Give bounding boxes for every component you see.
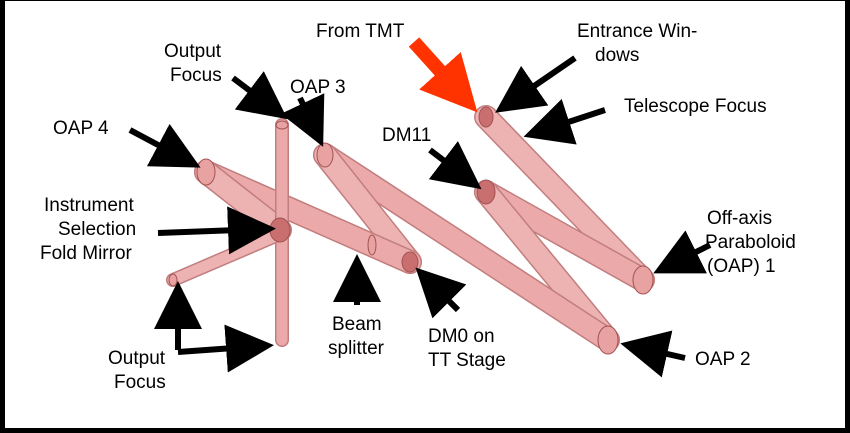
labels: From TMT Entrance Win- dows Telescope Fo… — [40, 21, 796, 393]
arrow-from-tmt — [408, 37, 478, 113]
arrow-fold-mirror — [157, 206, 276, 255]
label-output-focus-bottom-2: Focus — [114, 372, 166, 393]
arrow-oap2 — [620, 330, 686, 378]
label-oap3: OAP 3 — [290, 77, 346, 98]
label-dm11: DM11 — [382, 125, 431, 146]
label-output-focus-top-1: Output — [164, 41, 222, 62]
arrow-oap3 — [280, 93, 325, 147]
beam-splitter — [367, 234, 377, 256]
arrow-dm11 — [428, 141, 482, 190]
label-from-tmt: From TMT — [316, 21, 405, 42]
label-beam-splitter-2: splitter — [328, 338, 385, 359]
output-focus-left-end — [168, 273, 178, 287]
label-telescope-focus: Telescope Focus — [624, 96, 767, 117]
oap4-mirror — [196, 158, 216, 186]
arrow-telescope-focus — [523, 98, 606, 145]
label-instrument-1: Instrument — [44, 195, 134, 216]
output-focus-top-end — [275, 120, 289, 130]
label-output-focus-bottom-1: Output — [108, 348, 166, 369]
fold-mirror — [269, 217, 291, 243]
label-dm0-2: TT Stage — [428, 350, 506, 371]
oap1-mirror — [632, 265, 654, 295]
arrow-output-focus-bottom-right — [177, 324, 274, 373]
dm11-mirror — [476, 179, 496, 205]
label-oap2: OAP 2 — [695, 349, 751, 370]
arrow-oap4 — [128, 123, 201, 168]
label-entrance-windows-1: Entrance Win- — [577, 21, 697, 42]
label-offaxis-2: Paraboloid — [705, 232, 796, 253]
label-offaxis-1: Off-axis — [707, 208, 772, 229]
arrow-output-focus-top — [231, 71, 288, 120]
entrance-window — [478, 106, 494, 128]
label-dm0-1: DM0 on — [428, 326, 495, 347]
pointer-arrows — [128, 55, 712, 378]
arrow-entrance-windows — [495, 55, 577, 113]
oap2-mirror — [597, 325, 619, 355]
label-entrance-windows-2: dows — [595, 45, 639, 66]
arrow-oap1 — [653, 230, 712, 274]
label-offaxis-3: (OAP) 1 — [707, 256, 776, 277]
dm0-mirror — [401, 251, 419, 273]
arrow-dm0 — [415, 267, 467, 319]
beam-output-left — [166, 228, 285, 287]
beam-paths — [166, 105, 655, 352]
label-instrument-2: Selection — [58, 219, 136, 240]
label-oap4: OAP 4 — [53, 118, 109, 139]
oap3-mirror — [316, 142, 334, 168]
label-output-focus-top-2: Focus — [170, 65, 222, 86]
label-beam-splitter-1: Beam — [332, 314, 382, 335]
label-instrument-3: Fold Mirror — [40, 243, 133, 264]
beam-oap2-to-oap3 — [313, 143, 620, 352]
